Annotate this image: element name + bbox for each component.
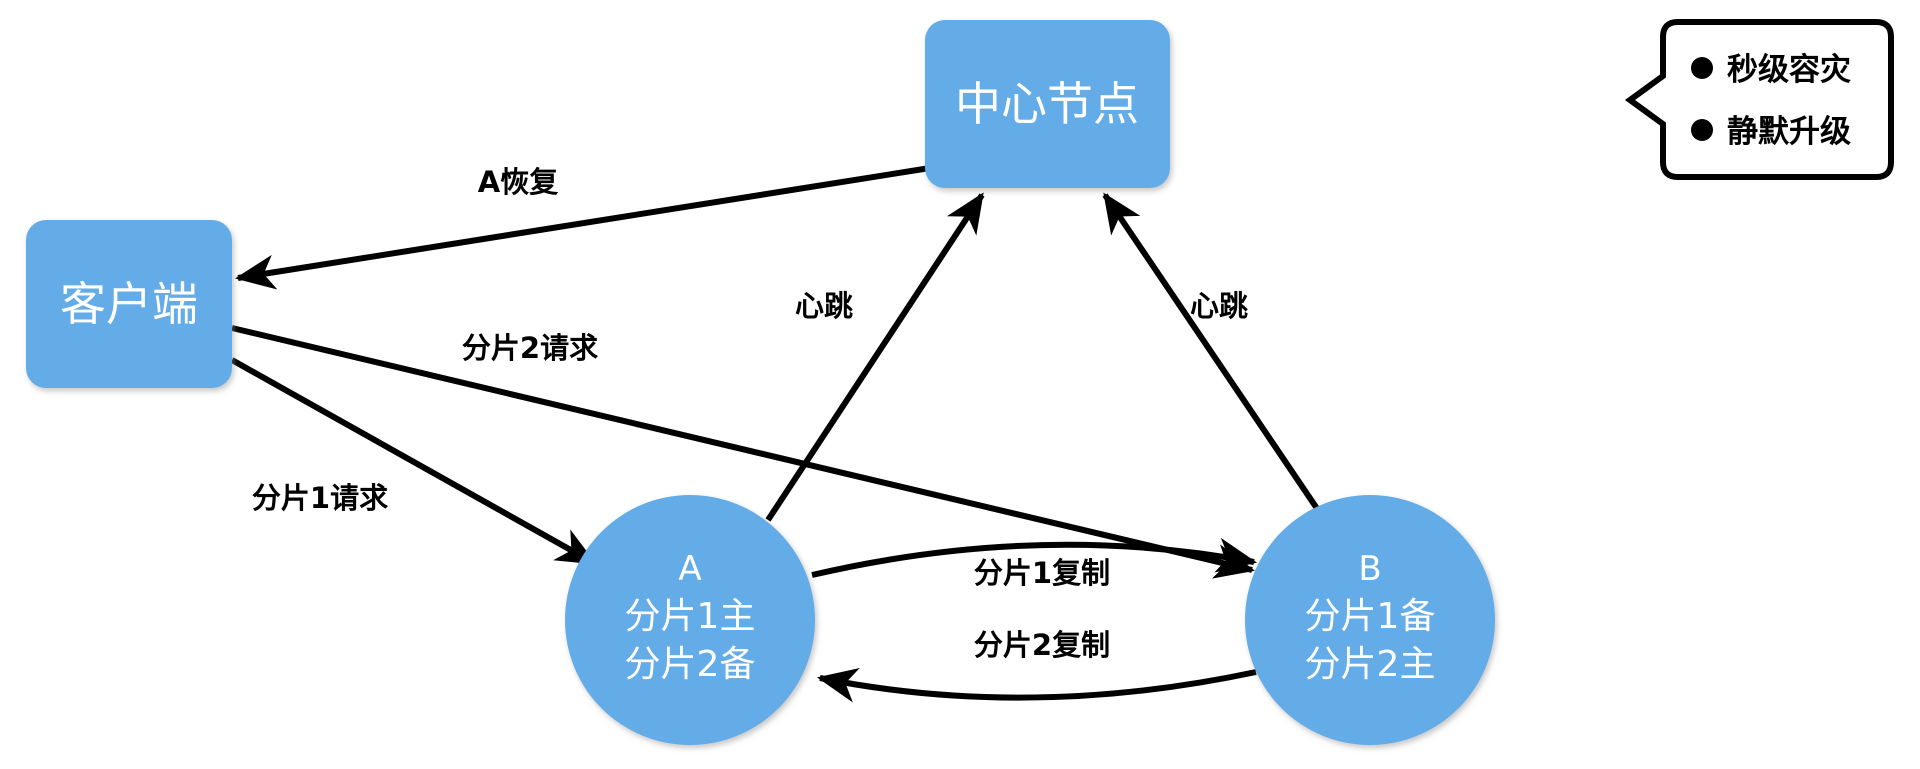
node-b-label-shard1: 分片1备: [1305, 596, 1436, 637]
node-b[interactable]: B 分片1备 分片2主: [1245, 495, 1495, 745]
node-a-label-id: A: [678, 549, 701, 589]
edge-shard2-replicate-line: [816, 668, 1257, 703]
node-client-shape[interactable]: [26, 220, 232, 388]
callout-item-1-label: 静默升级: [1727, 114, 1851, 150]
edge-shard2-request-line: [231, 325, 1256, 579]
edge-a-recover: A恢复: [234, 165, 931, 290]
callout-features: 秒级容灾 静默升级: [1624, 19, 1894, 180]
edge-heartbeat-b: 心跳: [1102, 192, 1321, 512]
edge-shard1-request-line: [230, 357, 597, 566]
node-client[interactable]: 客户端: [26, 220, 232, 388]
edge-heartbeat-a: 心跳: [765, 192, 985, 522]
node-a-label-shard1: 分片1主: [625, 596, 756, 637]
node-client-label: 客户端: [60, 277, 198, 331]
node-center-label: 中心节点: [955, 77, 1139, 131]
edge-heartbeat-a-line: [765, 192, 985, 522]
edge-a-recover-line: [234, 165, 931, 290]
bullet-icon: [1691, 119, 1713, 141]
node-b-label-id: B: [1358, 549, 1381, 589]
edge-shard1-request: 分片1请求: [230, 357, 597, 566]
node-center-shape[interactable]: [925, 20, 1170, 188]
bullet-icon: [1691, 57, 1713, 79]
node-a[interactable]: A 分片1主 分片2备: [565, 495, 815, 745]
node-b-shape[interactable]: [1245, 495, 1495, 745]
node-center[interactable]: 中心节点: [925, 20, 1170, 188]
callout-box-shape: [1624, 19, 1894, 180]
edge-heartbeat-a-label: 心跳: [795, 289, 853, 323]
edge-shard2-replicate-label: 分片2复制: [974, 628, 1110, 662]
edge-heartbeat-b-label: 心跳: [1190, 289, 1248, 323]
node-a-label-shard2: 分片2备: [625, 644, 756, 685]
edge-shard1-replicate: 分片1复制: [811, 537, 1258, 590]
edge-shard1-request-label: 分片1请求: [252, 481, 388, 515]
edge-shard2-request: 分片2请求: [231, 325, 1256, 579]
callout-item-0-label: 秒级容灾: [1727, 52, 1851, 88]
node-a-shape[interactable]: [565, 495, 815, 745]
node-b-label-shard2: 分片2主: [1305, 644, 1436, 685]
edge-heartbeat-b-line: [1102, 192, 1321, 512]
edge-shard2-request-label: 分片2请求: [462, 331, 598, 365]
edge-a-recover-label: A恢复: [478, 165, 558, 199]
edge-shard1-replicate-line: [811, 537, 1258, 578]
edge-shard2-replicate: 分片2复制: [816, 628, 1257, 703]
edge-shard1-replicate-label: 分片1复制: [974, 556, 1110, 590]
